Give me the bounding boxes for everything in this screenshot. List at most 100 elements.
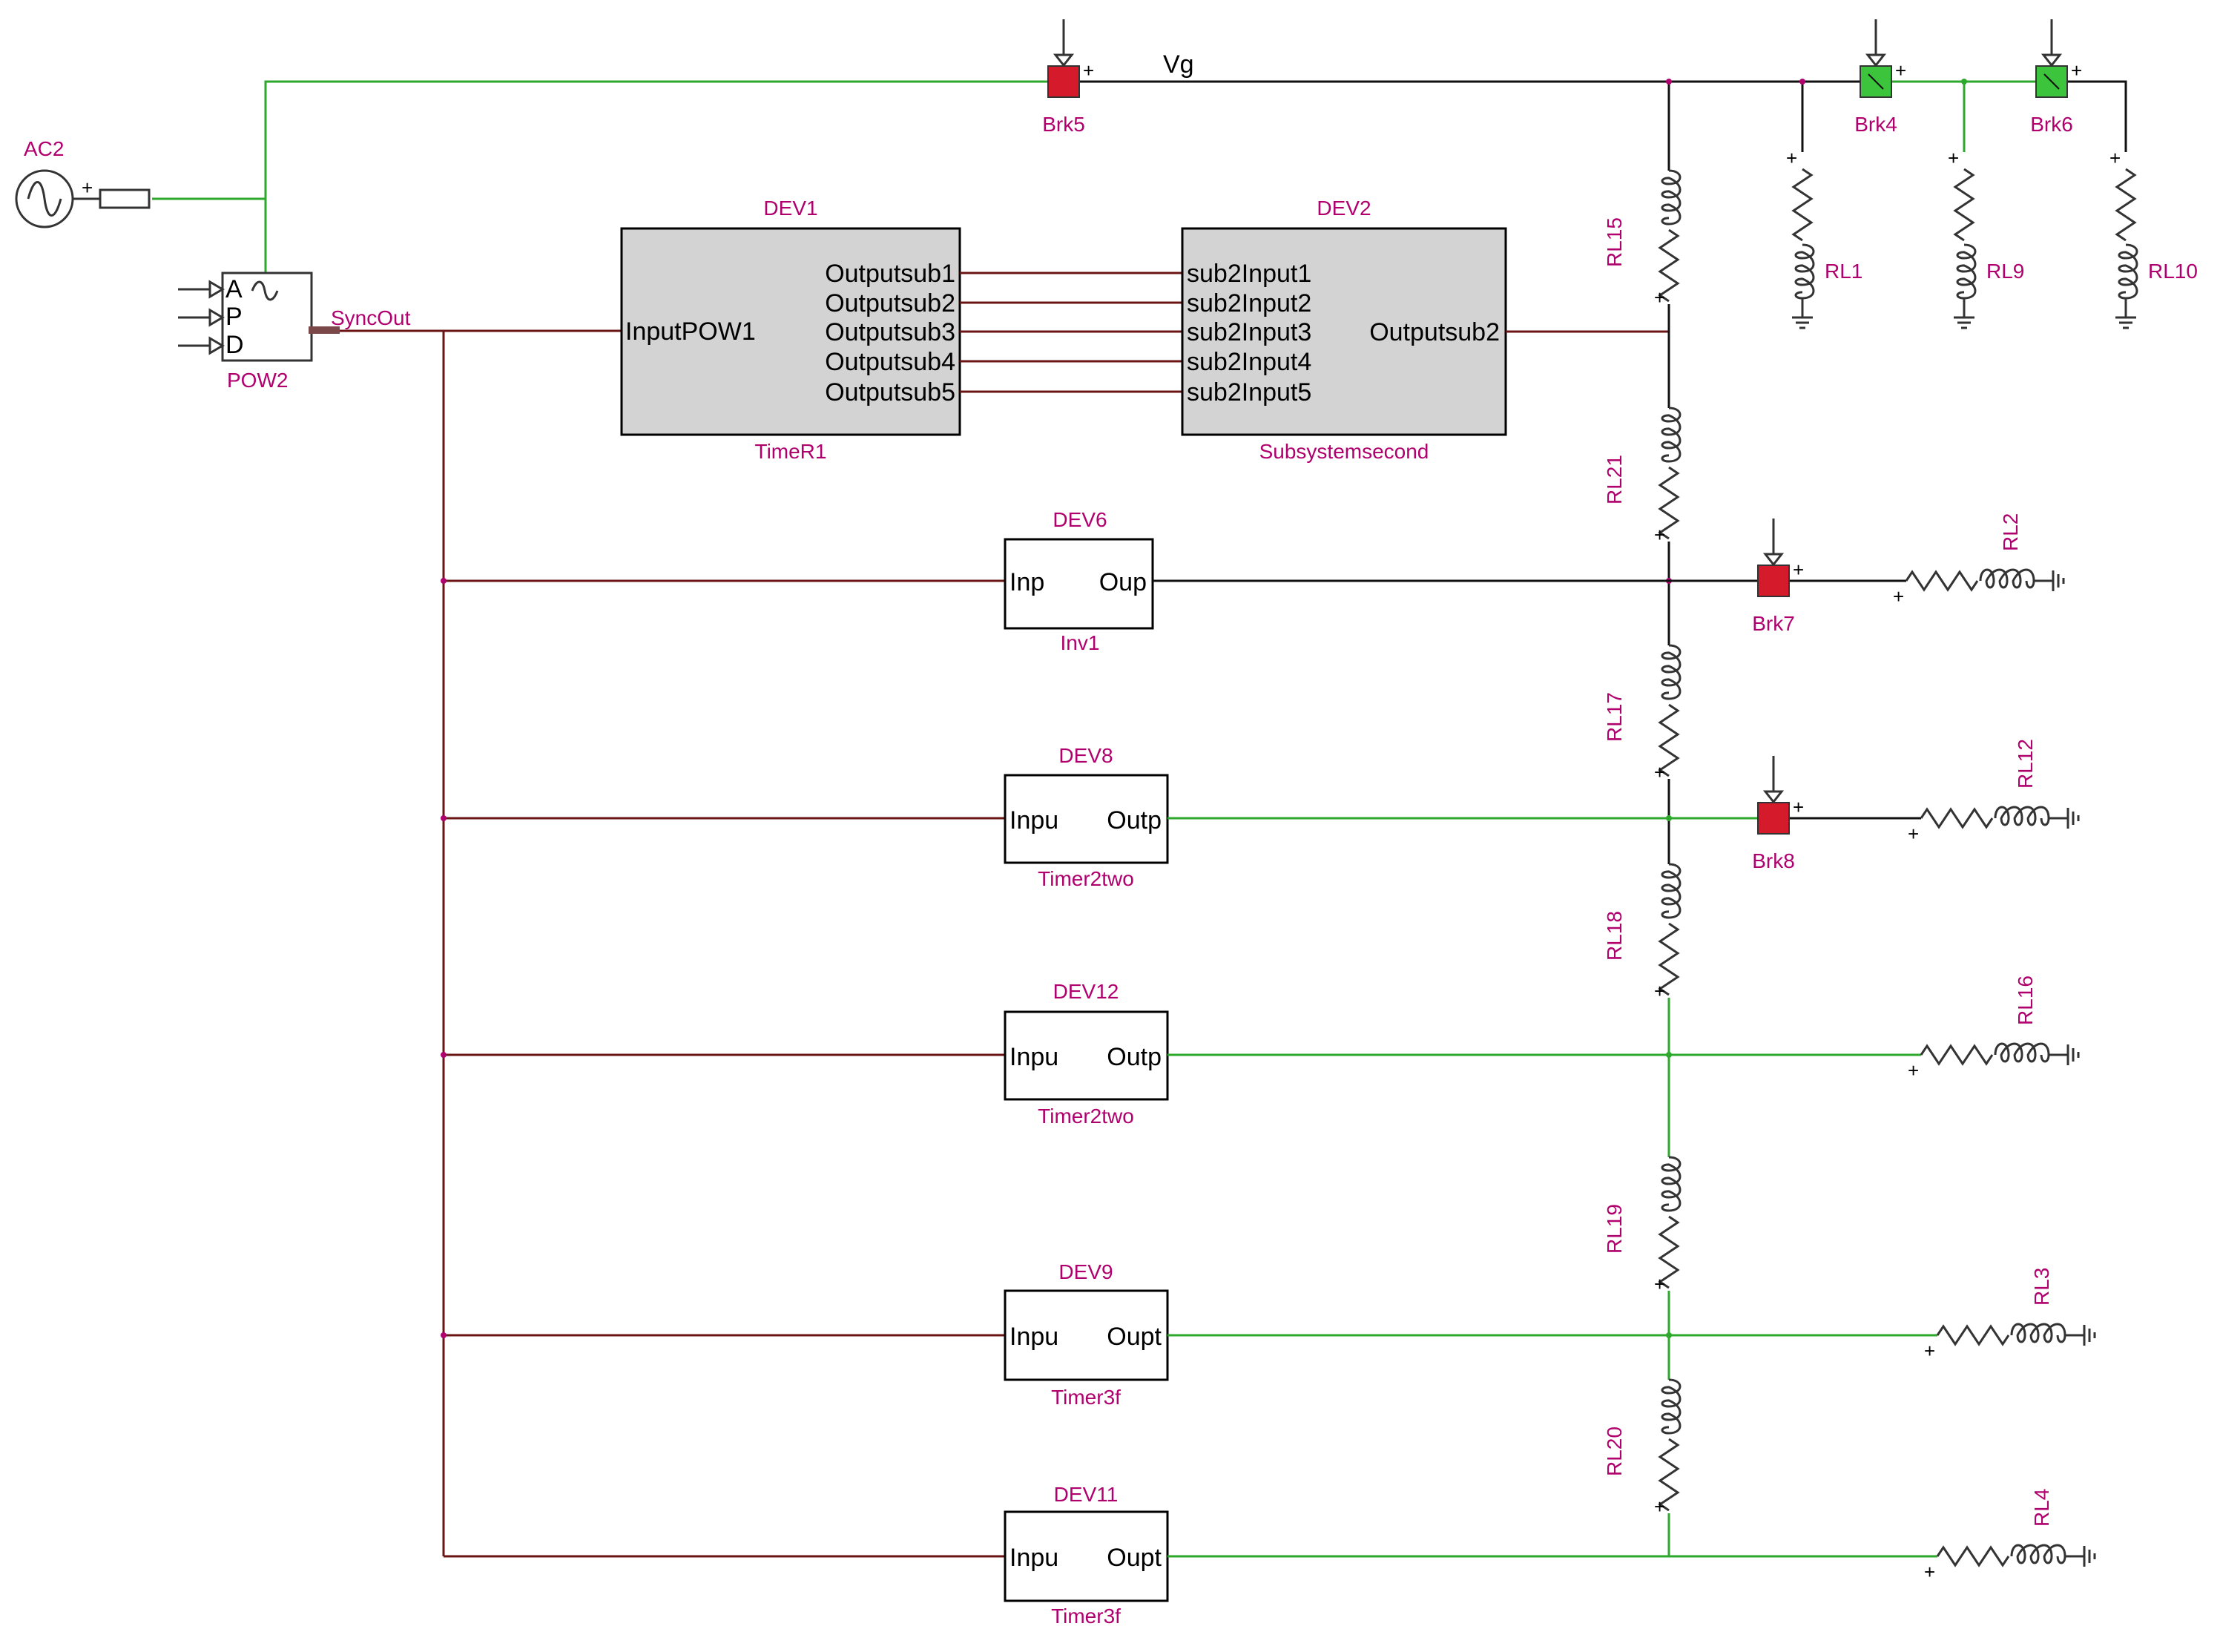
line-segment-label: RL15 <box>1603 217 1626 267</box>
resistor-icon <box>1658 703 1680 777</box>
breaker-switch-icon <box>1047 65 1080 98</box>
dev12-box <box>1004 1010 1169 1101</box>
dev11-box <box>1004 1510 1169 1602</box>
breaker-label: Brk8 <box>1752 849 1795 872</box>
breaker-brk6[interactable]: +Brk6 <box>2030 19 2082 136</box>
resistor-icon <box>1658 1438 1680 1512</box>
load-rl1[interactable]: +RL1 <box>1786 147 1862 329</box>
dev12-output-port: Outp <box>1107 1043 1162 1071</box>
ground-icon <box>2115 316 2136 329</box>
dev1-box <box>620 227 961 436</box>
svg-text:+: + <box>1908 1059 1919 1082</box>
line-segment-rl15[interactable]: +RL15 <box>1603 169 1682 309</box>
line-segment-label: RL20 <box>1603 1426 1626 1476</box>
svg-text:+: + <box>1083 59 1094 82</box>
branch-load-label: RL16 <box>2014 975 2037 1025</box>
dev12-input-port: Inpu <box>1009 1043 1058 1071</box>
breaker-label: Brk5 <box>1042 113 1085 136</box>
load-rl10[interactable]: +RL10 <box>2109 147 2198 329</box>
dev11-row[interactable]: DEV11 Timer3f Inpu Oupt <box>1004 1483 1937 1628</box>
dev9-title: DEV9 <box>1058 1260 1113 1283</box>
ac-source[interactable]: + AC2 <box>15 137 151 228</box>
pow-output-port <box>309 326 340 334</box>
branch-load-label: RL3 <box>2030 1268 2053 1306</box>
breakers: +Brk5+Brk4+Brk6+Brk7+Brk8 <box>1042 19 2082 872</box>
svg-text:+: + <box>1893 585 1904 608</box>
dev6-box <box>1004 538 1154 630</box>
branch-load-label: RL12 <box>2014 739 2037 789</box>
dev6-title: DEV6 <box>1053 508 1107 531</box>
dev9-box <box>1004 1289 1169 1381</box>
line-segment-rl17[interactable]: +RL17 <box>1603 644 1682 783</box>
line-segment-label: RL19 <box>1603 1204 1626 1254</box>
line-segment-rl19[interactable]: +RL19 <box>1603 1156 1682 1295</box>
line-segment-rl18[interactable]: +RL18 <box>1603 863 1682 1002</box>
inductor-icon <box>1956 243 1977 300</box>
dev2-input-4: sub2Input4 <box>1187 348 1311 376</box>
dev1-output-5: Outputsub5 <box>825 378 955 407</box>
line-segment-rl21[interactable]: +RL21 <box>1603 407 1682 546</box>
ac-source-label: AC2 <box>24 137 64 160</box>
inductor-icon <box>1661 169 1682 226</box>
source-impedance <box>99 188 151 209</box>
ground-icon <box>2066 808 2080 829</box>
resistor-icon <box>1905 570 1979 592</box>
dev2-output-port: Outputsub2 <box>1369 318 1500 346</box>
pow-label: POW2 <box>227 369 288 392</box>
dev2-input-2: sub2Input2 <box>1187 289 1311 317</box>
inductor-icon <box>1661 1378 1682 1435</box>
dev9-output-port: Oupt <box>1107 1323 1162 1351</box>
dev8-row[interactable]: DEV8 Timer2two Inpu Outp <box>1004 744 1758 890</box>
breaker-brk8[interactable]: +Brk8 <box>1752 756 1804 872</box>
branch-load-label: RL2 <box>1999 513 2022 551</box>
resistor-icon <box>1920 807 1994 829</box>
inductor-icon <box>2118 243 2138 300</box>
resistor-icon <box>1791 168 1814 242</box>
inductor-icon <box>2010 1323 2066 1343</box>
dev12-row[interactable]: DEV12 Timer2two Inpu Outp <box>1004 980 1921 1128</box>
ground-icon <box>2052 570 2065 591</box>
line-segment-rl20[interactable]: +RL20 <box>1603 1378 1682 1518</box>
dev12-title: DEV12 <box>1053 980 1119 1003</box>
line-segment-label: RL21 <box>1603 455 1626 504</box>
load-rl9[interactable]: +RL9 <box>1948 147 2024 329</box>
breaker-brk4[interactable]: +Brk4 <box>1854 19 1906 136</box>
sync-distribution <box>340 329 1005 1558</box>
resistor-icon <box>1658 922 1680 996</box>
dev6-row[interactable]: DEV6 Inv1 Inp Oup <box>1004 508 1758 654</box>
pow-block[interactable]: A P D SyncOut POW2 <box>178 272 411 392</box>
dev11-output-port: Oupt <box>1107 1544 1162 1572</box>
dev1-output-3: Outputsub3 <box>825 318 955 346</box>
dev2-title: DEV2 <box>1317 197 1371 220</box>
dev9-row[interactable]: DEV9 Timer3f Inpu Oupt <box>1004 1260 1937 1409</box>
dev6-output-port: Oup <box>1099 568 1147 596</box>
breaker-brk5[interactable]: + Brk5 <box>1042 19 1094 136</box>
resistor-icon <box>2115 168 2137 242</box>
dev11-input-port: Inpu <box>1009 1544 1058 1572</box>
breaker-brk7[interactable]: +Brk7 <box>1752 519 1804 635</box>
line-segment-label: RL17 <box>1603 692 1626 742</box>
inductor-icon <box>1661 1156 1682 1212</box>
dev1-dev2-bus <box>960 272 1182 393</box>
breaker-label: Brk7 <box>1752 612 1795 635</box>
branch-load-rl4[interactable]: +RL4 <box>1924 1489 2096 1583</box>
branch-load-rl3[interactable]: +RL3 <box>1924 1268 2096 1362</box>
load-label: RL10 <box>2148 260 2198 283</box>
dev11-title: DEV11 <box>1054 1483 1119 1506</box>
branch-load-rl16[interactable]: + RL16 <box>1908 975 2080 1082</box>
control-arrow-icon <box>2041 53 2063 68</box>
inductor-icon <box>1979 568 2035 589</box>
dev1-block[interactable]: DEV1 TimeR1 InputPOW1 Outputsub1 Outputs… <box>620 197 961 463</box>
dev2-block[interactable]: DEV2 Subsystemsecond sub2Input1 sub2Inpu… <box>1181 197 1507 463</box>
inductor-icon <box>2010 1544 2066 1564</box>
control-arrow-icon <box>1053 53 1075 68</box>
vg-net-label: Vg <box>1163 50 1194 79</box>
sine-wave-icon <box>251 280 279 301</box>
branch-load-rl12[interactable]: +RL12 <box>1908 739 2080 845</box>
dev2-input-1: sub2Input1 <box>1187 260 1311 288</box>
ground-icon <box>1954 316 1974 329</box>
resistor-icon <box>1658 228 1680 303</box>
branch-load-rl2[interactable]: + RL2 <box>1893 513 2065 608</box>
breaker-switch-icon <box>1757 802 1790 835</box>
